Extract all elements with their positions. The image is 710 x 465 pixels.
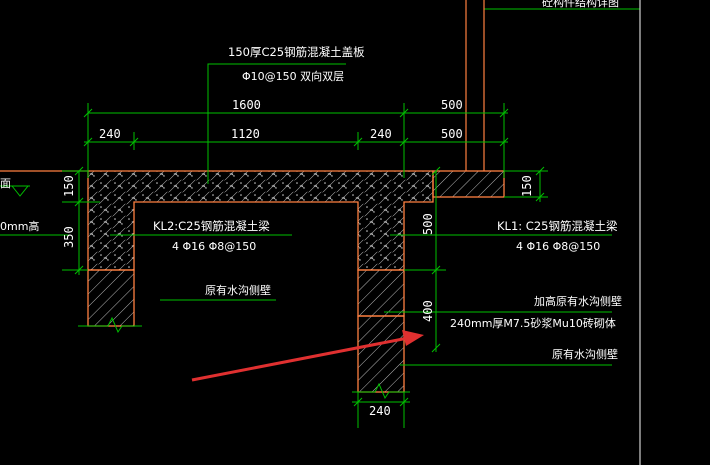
dim-240-left: 240 <box>99 127 121 141</box>
break-mark-right <box>352 382 410 400</box>
kl2-beam-label: KL2:C25钢筋混凝土梁 <box>153 219 270 233</box>
dim-500-right: 500 <box>421 213 435 235</box>
dim-150-right: 150 <box>520 175 534 197</box>
left-edge-text-2: 0mm高 <box>0 219 39 233</box>
red-arrow-icon <box>191 330 424 382</box>
existing-left-wall <box>87 269 135 327</box>
dim-1600: 1600 <box>232 98 261 112</box>
added-wall-spec-label: 240mm厚M7.5砂浆Mu10砖砌体 <box>450 316 616 330</box>
dim-350-left: 350 <box>62 226 76 248</box>
dim-400-right: 400 <box>421 300 435 322</box>
existing-wall-left-label: 原有水沟侧壁 <box>205 283 271 297</box>
dim-240-bottom: 240 <box>369 404 391 418</box>
dim-150-left: 150 <box>62 175 76 197</box>
kl1-rebar-label: 4 Φ16 Φ8@150 <box>516 240 600 253</box>
top-dimension-lines <box>62 103 548 428</box>
dim-1120: 1120 <box>231 127 260 141</box>
kl1-beam-label: KL1: C25钢筋混凝土梁 <box>497 219 618 233</box>
dim-500-mid: 500 <box>441 127 463 141</box>
top-right-cut-text: 砼构件结构详图 <box>542 0 619 9</box>
added-brick-wall <box>357 269 405 317</box>
slab-extension <box>432 170 505 198</box>
left-edge-text-1: 面 <box>0 177 11 190</box>
kl2-rebar-label: 4 Φ16 Φ8@150 <box>172 240 256 253</box>
dim-240-mid: 240 <box>370 127 392 141</box>
break-mark-left <box>78 316 142 334</box>
leader-lines <box>110 63 612 366</box>
existing-right-wall <box>357 315 405 393</box>
slab-title-line2: Φ10@150 双向双层 <box>242 69 344 83</box>
slab-title-line1: 150厚C25钢筋混凝土盖板 <box>228 45 365 59</box>
added-wall-label: 加高原有水沟侧壁 <box>534 294 622 308</box>
level-symbol-icon <box>10 185 30 197</box>
dim-500-top: 500 <box>441 98 463 112</box>
existing-wall-right-label: 原有水沟侧壁 <box>552 347 618 361</box>
